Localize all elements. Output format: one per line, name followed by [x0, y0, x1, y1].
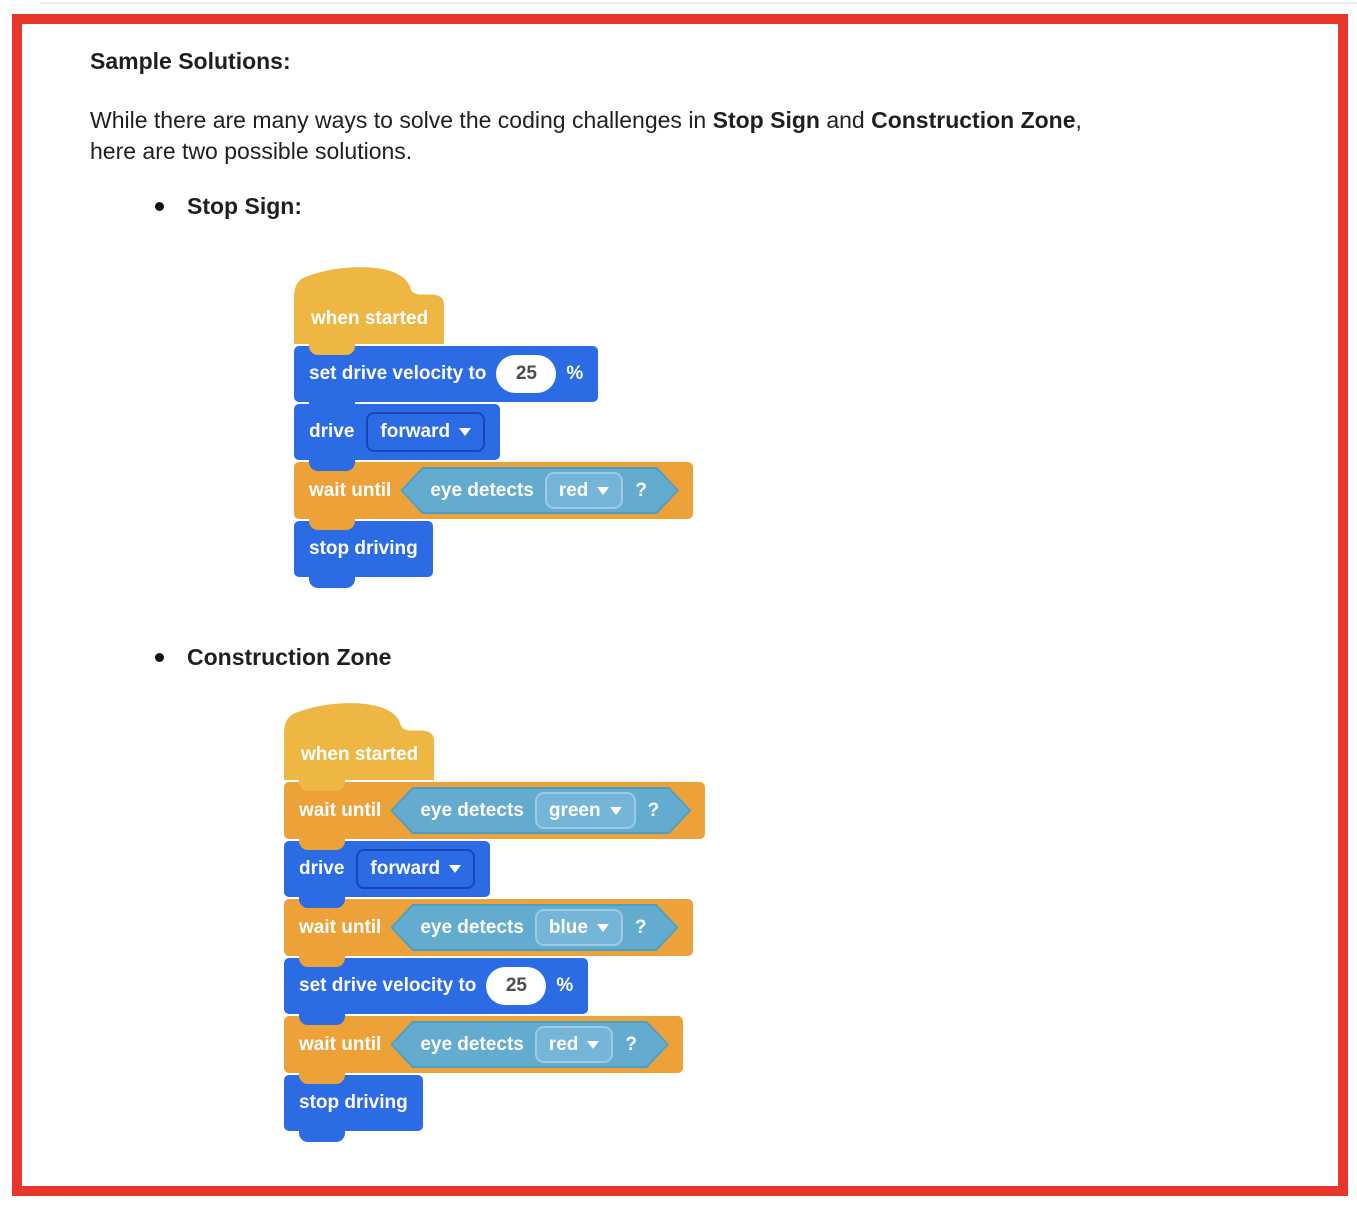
chevron-down-icon	[459, 428, 472, 436]
page-top-divider	[40, 2, 1357, 4]
dropdown-value: red	[548, 1033, 579, 1055]
block-label: drive	[309, 421, 355, 442]
block-when-started[interactable]: when started	[284, 703, 434, 791]
block-wait-until[interactable]: wait until eye detects blue ?	[284, 899, 693, 967]
color-dropdown[interactable]: blue	[535, 909, 623, 946]
color-dropdown[interactable]: red	[535, 1026, 614, 1063]
page-title: Sample Solutions:	[90, 48, 291, 74]
drive-direction-dropdown[interactable]: forward	[356, 849, 476, 889]
hex-fill	[392, 906, 676, 949]
dropdown-value: green	[548, 799, 601, 821]
block-label: wait until	[309, 479, 392, 501]
dropdown-value: red	[558, 479, 589, 501]
block-set-drive-velocity[interactable]: set drive velocity to 25 %	[284, 958, 589, 1025]
velocity-value-input[interactable]: 25	[496, 355, 557, 393]
hex-fill	[392, 1023, 667, 1066]
bullet-dot	[155, 202, 164, 211]
sensor-label: eye detects	[420, 799, 524, 821]
eye-detects-boolean[interactable]: eye detects red ?	[390, 1021, 669, 1068]
color-dropdown[interactable]: red	[545, 472, 624, 509]
intro-bold-stop-sign: Stop Sign	[712, 107, 820, 133]
hat-shape	[294, 267, 444, 344]
chevron-down-icon	[597, 487, 609, 495]
block-stop-driving[interactable]: stop driving	[284, 1075, 423, 1142]
block-label: wait until	[299, 916, 382, 938]
eye-detects-boolean[interactable]: eye detects blue ?	[390, 904, 678, 951]
bullet-label: Stop Sign:	[187, 193, 302, 219]
intro-text: ,	[1075, 107, 1082, 133]
highlight-red-frame: Sample Solutions: While there are many w…	[12, 14, 1348, 1196]
dropdown-value: forward	[380, 421, 451, 442]
block-stack-stop-sign: when started set drive velocity to 25 % …	[294, 267, 1298, 588]
block-wait-until[interactable]: wait until eye detects green ?	[284, 782, 706, 850]
intro-text-line2: here are two possible solutions.	[90, 138, 413, 164]
question-mark-label: ?	[647, 799, 660, 821]
dropdown-value: blue	[548, 916, 588, 938]
bullet-construction-zone: Construction Zone	[155, 643, 1298, 671]
block-label: wait until	[299, 1033, 382, 1055]
block-label: stop driving	[299, 1092, 408, 1113]
bullet-dot	[155, 653, 164, 662]
block-wait-until[interactable]: wait until eye detects red ?	[294, 462, 694, 530]
chevron-down-icon	[597, 924, 609, 932]
block-label: when started	[301, 743, 419, 765]
block-label: drive	[299, 858, 345, 879]
percent-label: %	[566, 363, 584, 384]
bullet-label: Construction Zone	[187, 644, 392, 670]
hat-shape	[284, 703, 434, 780]
block-wait-until[interactable]: wait until eye detects red ?	[284, 1016, 684, 1084]
eye-detects-boolean[interactable]: eye detects red ?	[400, 467, 679, 514]
velocity-value-input[interactable]: 25	[486, 967, 547, 1005]
intro-bold-construction-zone: Construction Zone	[871, 107, 1076, 133]
chevron-down-icon	[449, 865, 462, 873]
block-label: when started	[311, 307, 429, 329]
block-when-started[interactable]: when started	[294, 267, 444, 355]
intro-paragraph: While there are many ways to solve the c…	[90, 105, 1180, 167]
percent-label: %	[556, 975, 574, 996]
color-dropdown[interactable]: green	[535, 792, 636, 829]
sensor-label: eye detects	[430, 479, 534, 501]
block-stop-driving[interactable]: stop driving	[294, 521, 433, 588]
block-label: set drive velocity to	[309, 363, 487, 384]
drive-direction-dropdown[interactable]: forward	[366, 412, 486, 452]
intro-text: and	[819, 107, 872, 133]
block-set-drive-velocity[interactable]: set drive velocity to 25 %	[294, 346, 599, 413]
bullet-stop-sign: Stop Sign:	[155, 192, 1298, 220]
sensor-label: eye detects	[420, 916, 524, 938]
sensor-label: eye detects	[420, 1033, 524, 1055]
hex-fill	[402, 469, 677, 512]
block-drive[interactable]: drive forward	[284, 841, 491, 908]
question-mark-label: ?	[635, 479, 648, 501]
chevron-down-icon	[587, 1041, 599, 1049]
block-stack-construction-zone: when started wait until eye detects gree…	[284, 703, 1298, 1142]
question-mark-label: ?	[634, 916, 647, 938]
block-label: stop driving	[309, 538, 418, 559]
block-label: wait until	[299, 799, 382, 821]
chevron-down-icon	[610, 807, 622, 815]
eye-detects-boolean[interactable]: eye detects green ?	[390, 787, 691, 834]
block-drive[interactable]: drive forward	[294, 404, 501, 471]
block-label: set drive velocity to	[299, 975, 477, 996]
dropdown-value: forward	[370, 858, 441, 879]
intro-text: While there are many ways to solve the c…	[90, 107, 713, 133]
question-mark-label: ?	[625, 1033, 638, 1055]
